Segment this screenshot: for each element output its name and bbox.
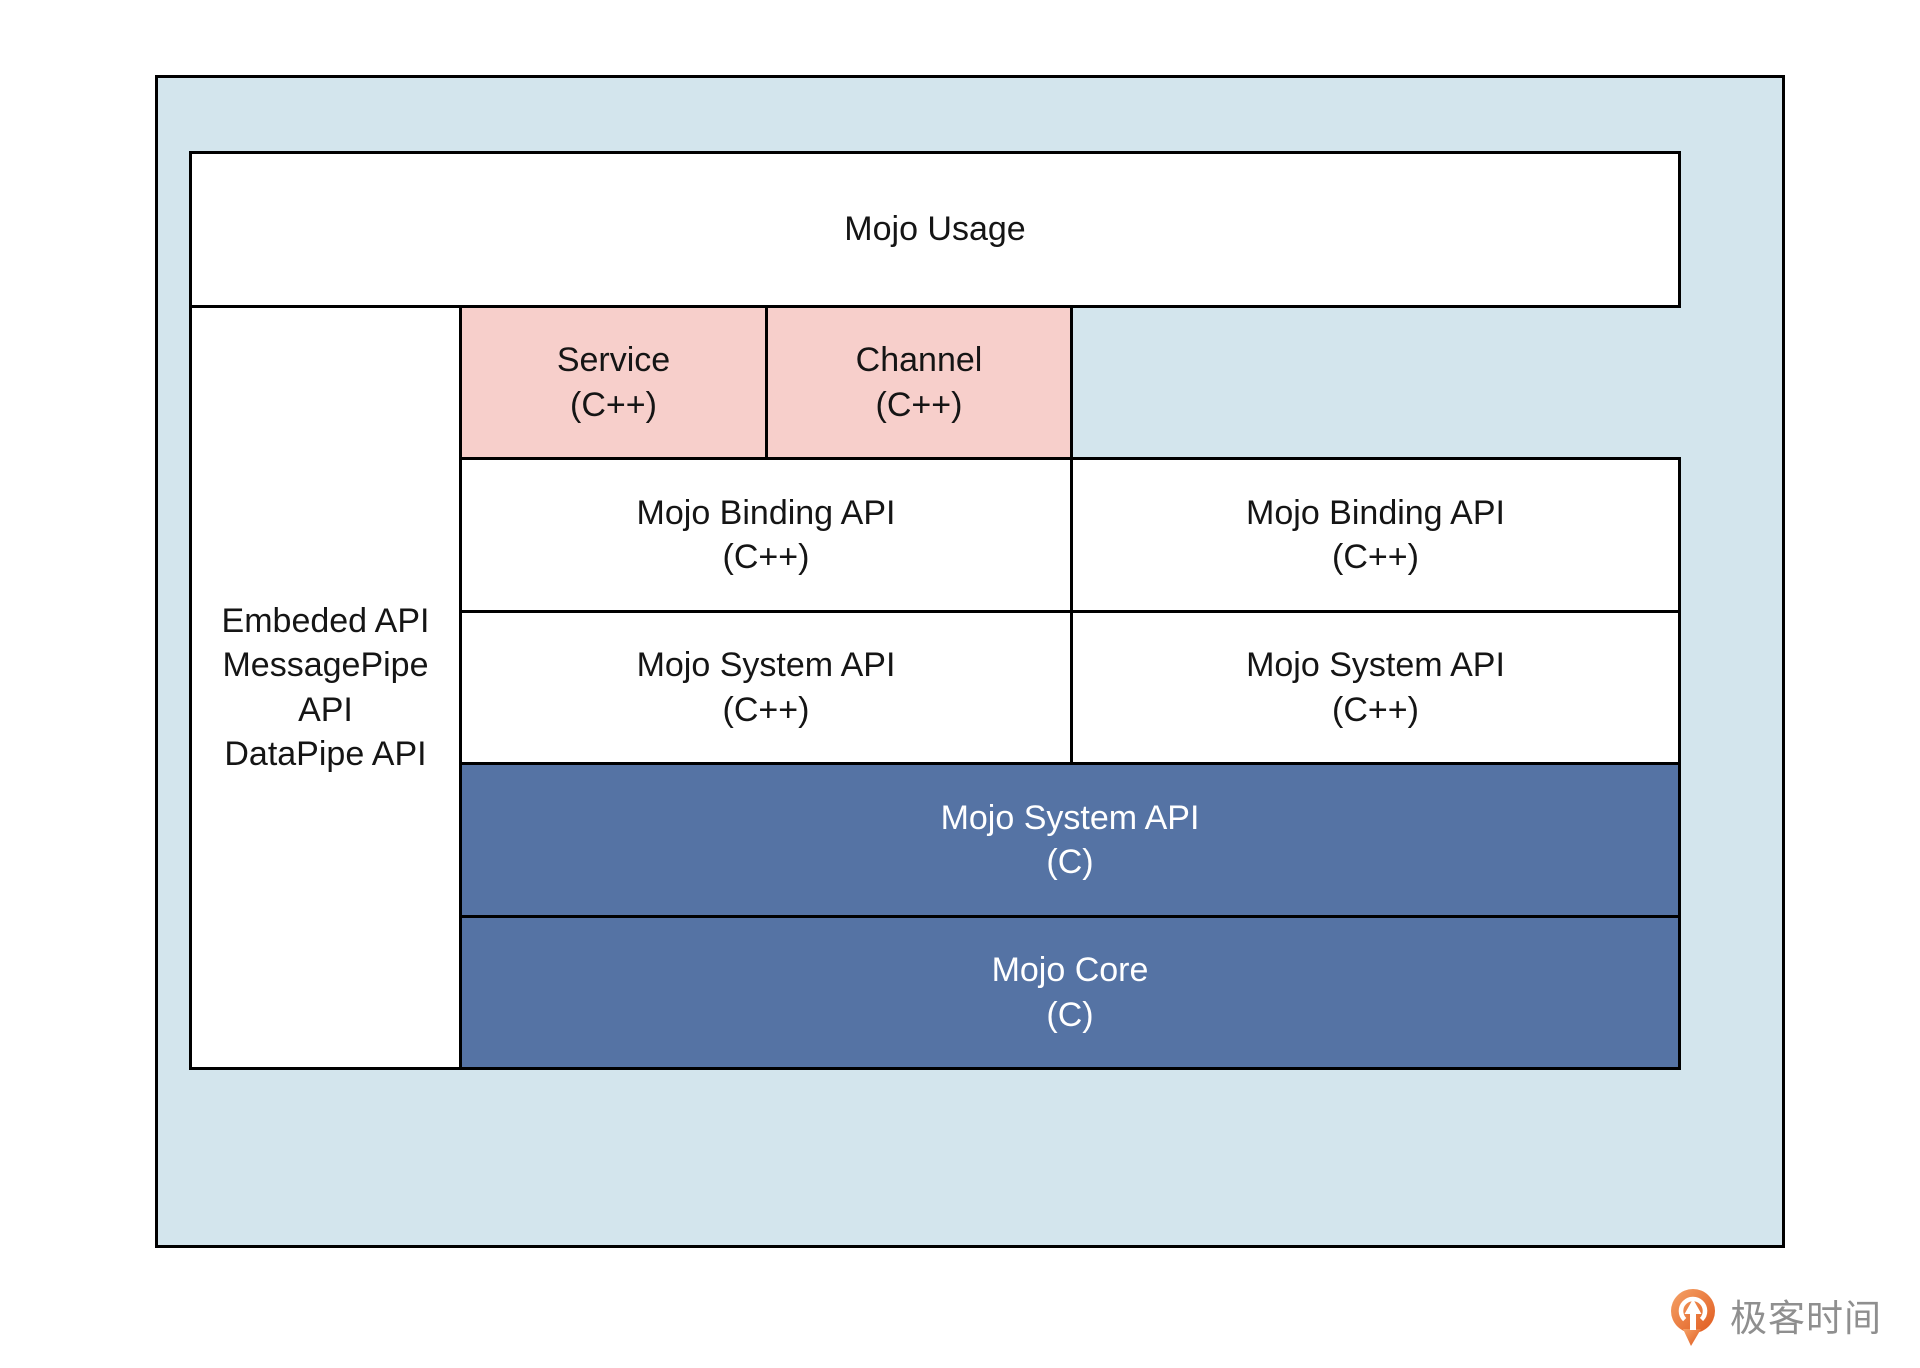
box-mojo-core-c: Mojo Core (C) bbox=[459, 915, 1681, 1070]
geektime-logo-text: 极客时间 bbox=[1730, 1297, 1882, 1339]
box-channel-cpp: Channel (C++) bbox=[765, 305, 1073, 460]
box-mojo-system-api-cpp-right: Mojo System API (C++) bbox=[1070, 610, 1681, 765]
box-service-cpp: Service (C++) bbox=[459, 305, 768, 460]
geektime-pin-icon bbox=[1671, 1289, 1715, 1346]
box-mojo-binding-api-left: Mojo Binding API (C++) bbox=[459, 457, 1073, 613]
box-mojo-binding-api-right: Mojo Binding API (C++) bbox=[1070, 457, 1681, 613]
box-mojo-system-api-cpp-left: Mojo System API (C++) bbox=[459, 610, 1073, 765]
box-mojo-usage: Mojo Usage bbox=[189, 151, 1681, 308]
box-embedded-api-column: Embeded API MessagePipe API DataPipe API bbox=[189, 305, 462, 1070]
box-mojo-system-api-c: Mojo System API (C) bbox=[459, 762, 1681, 918]
geektime-logo: 极客时间 bbox=[1670, 1288, 1882, 1348]
